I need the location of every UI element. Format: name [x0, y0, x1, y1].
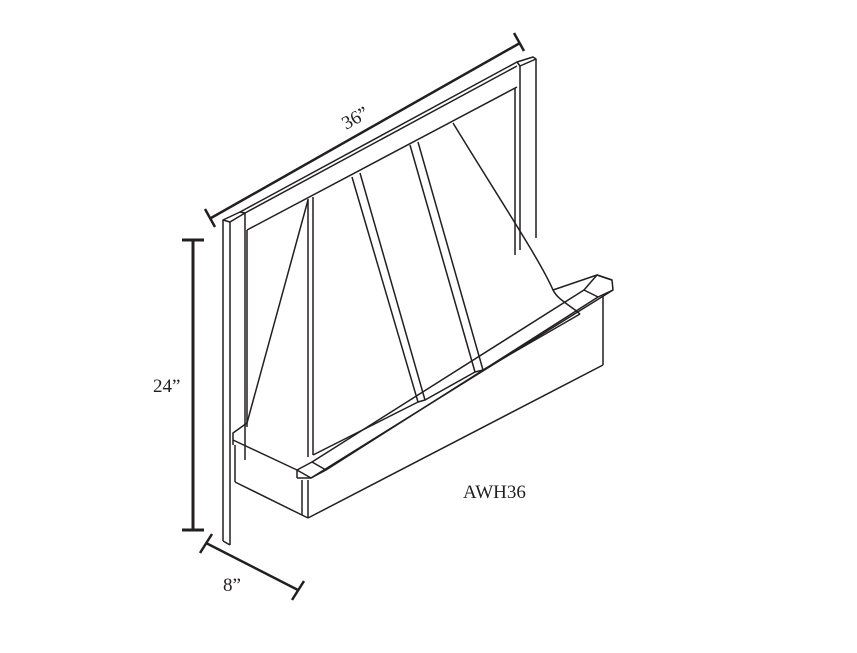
depth-label: 8”: [223, 575, 241, 596]
height-dimension-line: [182, 238, 204, 532]
right-post: [514, 56, 537, 255]
depth-dimension-line: [198, 533, 306, 601]
model-label: AWH36: [463, 482, 526, 503]
height-label: 24”: [153, 376, 181, 397]
hood-base-box: [232, 274, 614, 519]
left-post: [222, 211, 246, 546]
top-rail: [239, 61, 518, 427]
width-dimension-line: [203, 32, 526, 228]
hood-body: [246, 122, 613, 457]
